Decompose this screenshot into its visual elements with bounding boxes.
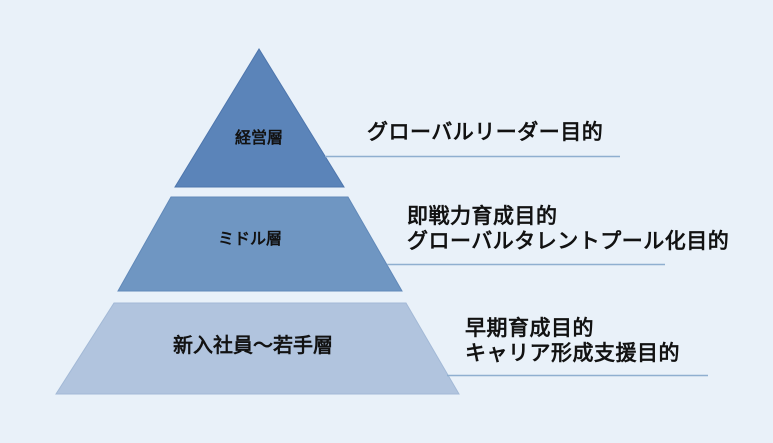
purpose-line-bottom-1: 早期育成目的: [465, 316, 594, 340]
purpose-label-bottom: 早期育成目的 キャリア形成支援目的: [465, 316, 680, 366]
purpose-line-bottom-2: キャリア形成支援目的: [465, 341, 680, 365]
purpose-line-top-1: グローバルリーダー目的: [367, 120, 604, 144]
tier-label-juniors: 新入社員～若手層: [173, 333, 333, 357]
tier-top-triangle: [174, 48, 345, 188]
tier-bottom-trapezoid: [55, 302, 460, 395]
purpose-label-middle: 即戦力育成目的 グローバルタレントプール化目的: [407, 204, 729, 254]
tier-middle-trapezoid: [117, 196, 403, 292]
tier-label-management: 経営層: [234, 128, 283, 147]
purpose-label-top: グローバルリーダー目的: [367, 120, 603, 145]
purpose-line-middle-2: グローバルタレントプール化目的: [407, 229, 730, 253]
purpose-line-middle-1: 即戦力育成目的: [407, 204, 558, 228]
tier-label-middle: ミドル層: [217, 229, 282, 248]
